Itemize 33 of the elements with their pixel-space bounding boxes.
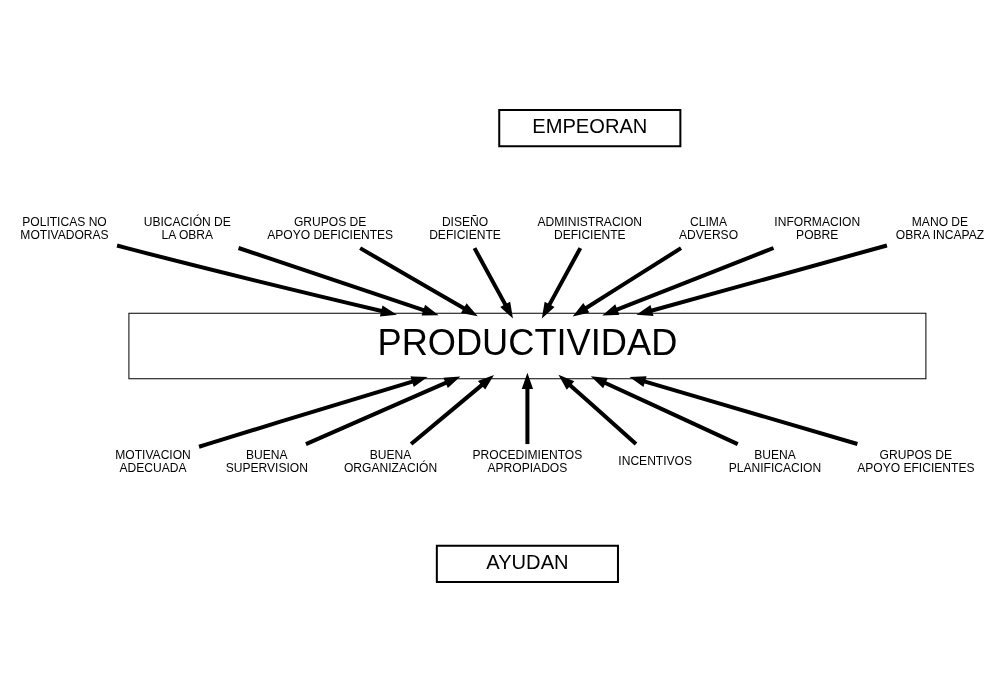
node-text: GRUPOS DE APOYO DEFICIENTES (267, 214, 394, 242)
arrow (521, 372, 534, 444)
node-text: MOTIVACION ADECUADA (115, 447, 191, 475)
arrow (636, 243, 888, 316)
arrow (602, 245, 775, 315)
node-text: DISEÑO DEFICIENTE (429, 214, 501, 242)
node-text: PROCEDIMIENTOS APROPIADOS (472, 447, 583, 475)
arrow (590, 375, 739, 446)
node-box: PRODUCTIVIDAD (128, 312, 927, 379)
node-text: UBICACIÓN DE LA OBRA (143, 214, 231, 242)
arrow (305, 375, 461, 446)
arrow (116, 243, 397, 316)
arrow (237, 245, 439, 315)
node-text: BUENA PLANIFICACION (728, 447, 822, 475)
node-text: ADMINISTRACION DEFICIENTE (537, 214, 643, 242)
arrow (541, 246, 583, 319)
arrow (198, 375, 428, 449)
node-text: INFORMACION POBRE (774, 214, 861, 242)
node-box: AYUDAN (435, 544, 619, 583)
node-text: BUENA ORGANIZACIÓN (343, 447, 438, 475)
node-text: INCENTIVOS (618, 453, 693, 468)
arrow (472, 246, 513, 319)
arrow (409, 374, 494, 446)
node-text: CLIMA ADVERSO (679, 214, 739, 242)
arrow (558, 374, 638, 446)
node-text: BUENA SUPERVISION (225, 447, 308, 475)
node-box: EMPEORAN (498, 108, 682, 147)
node-text: GRUPOS DE APOYO EFICIENTES (857, 447, 975, 475)
node-text: POLITICAS NO MOTIVADORAS (20, 214, 109, 242)
arrow (572, 245, 683, 316)
arrow (359, 245, 478, 316)
node-text: MANO DE OBRA INCAPAZ (895, 214, 985, 242)
arrow (629, 375, 858, 446)
